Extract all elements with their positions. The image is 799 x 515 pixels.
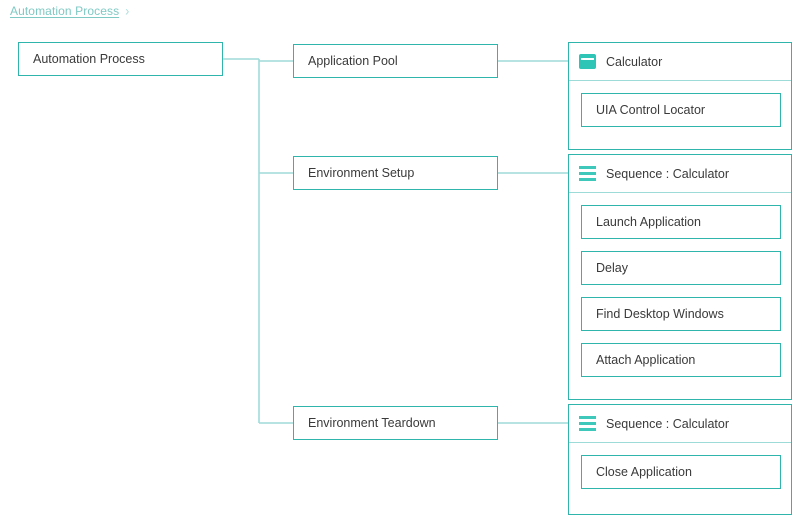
activity-close-application[interactable]: Close Application (581, 455, 781, 489)
node-label: Application Pool (308, 54, 398, 68)
activity-label: Close Application (596, 465, 692, 479)
activity-launch-application[interactable]: Launch Application (581, 205, 781, 239)
breadcrumb-item-automation-process[interactable]: Automation Process (10, 4, 120, 18)
activity-label: Delay (596, 261, 628, 275)
activity-label: UIA Control Locator (596, 103, 706, 117)
activity-find-desktop-windows[interactable]: Find Desktop Windows (581, 297, 781, 331)
container-header[interactable]: Sequence : Calculator (569, 405, 791, 443)
node-environment-setup[interactable]: Environment Setup (293, 156, 498, 190)
container-header-label: Sequence : Calculator (606, 416, 729, 431)
sequence-icon (579, 416, 596, 431)
activity-label: Find Desktop Windows (596, 307, 724, 321)
container-header-label: Sequence : Calculator (606, 166, 729, 181)
container-body: Launch Application Delay Find Desktop Wi… (569, 193, 791, 389)
node-automation-process[interactable]: Automation Process (18, 42, 223, 76)
container-sequence-calculator-setup[interactable]: Sequence : Calculator Launch Application… (568, 154, 792, 400)
node-environment-teardown[interactable]: Environment Teardown (293, 406, 498, 440)
activity-attach-application[interactable]: Attach Application (581, 343, 781, 377)
diagram-canvas: Automation Process Application Pool Calc… (0, 20, 799, 515)
container-header-label: Calculator (606, 54, 663, 69)
container-body: Close Application (569, 443, 791, 501)
activity-label: Attach Application (596, 353, 696, 367)
activity-uia-control-locator[interactable]: UIA Control Locator (581, 93, 781, 127)
container-header[interactable]: Calculator (569, 43, 791, 81)
container-calculator[interactable]: Calculator UIA Control Locator (568, 42, 792, 150)
activity-label: Launch Application (596, 215, 701, 229)
container-sequence-calculator-teardown[interactable]: Sequence : Calculator Close Application (568, 404, 792, 515)
node-label: Environment Teardown (308, 416, 436, 430)
sequence-icon (579, 166, 596, 181)
activity-delay[interactable]: Delay (581, 251, 781, 285)
container-header[interactable]: Sequence : Calculator (569, 155, 791, 193)
container-body: UIA Control Locator (569, 81, 791, 139)
window-icon (579, 54, 596, 69)
node-application-pool[interactable]: Application Pool (293, 44, 498, 78)
chevron-right-icon: › (125, 2, 130, 20)
node-label: Environment Setup (308, 166, 415, 180)
node-label: Automation Process (33, 52, 145, 66)
breadcrumb: Automation Process › (10, 2, 129, 20)
